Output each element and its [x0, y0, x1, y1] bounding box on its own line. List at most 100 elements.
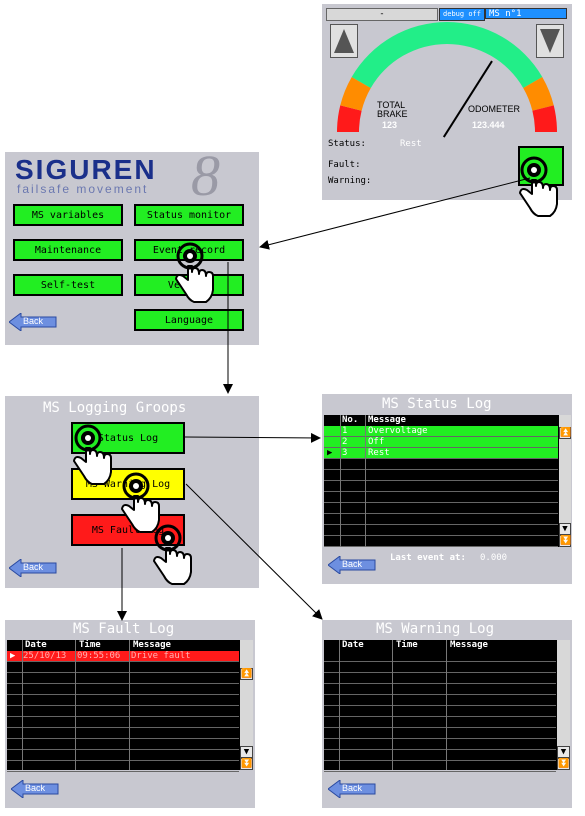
- self-test-button[interactable]: Self-test: [13, 274, 123, 296]
- fault-log-table: Date Time Message ▶ 25/10/13 09:55:06 Dr…: [7, 640, 239, 772]
- empty-table-row: [324, 750, 556, 761]
- scroll-bottom-icon[interactable]: ⏬: [557, 758, 570, 770]
- back-button[interactable]: Back: [327, 779, 376, 799]
- empty-table-row: [324, 695, 556, 706]
- col-divider: [339, 640, 340, 770]
- warning-label: Warning:: [328, 176, 372, 186]
- empty-table-row: [324, 470, 558, 481]
- odometer-label: ODOMETER: [468, 104, 521, 114]
- warning-log-table: Date Time Message: [324, 640, 556, 772]
- ms-variables-button[interactable]: MS variables: [13, 204, 123, 226]
- last-event-label: Last event at:: [390, 553, 466, 563]
- speed-gauge: [337, 22, 557, 138]
- status-monitor-button[interactable]: Status monitor: [134, 204, 244, 226]
- row-no: 1: [342, 426, 348, 436]
- empty-table-row: [324, 492, 558, 503]
- row-date: 25/10/13: [23, 651, 67, 661]
- main-menu-screen: SIGUREN failsafe movement 8 MS variables…: [5, 143, 259, 345]
- total-brake-value: 123: [382, 120, 398, 130]
- empty-table-row: [324, 525, 558, 536]
- col-header-date: Date: [342, 640, 364, 650]
- odometer-value: 123.444: [472, 120, 505, 130]
- row-message: Off: [368, 437, 385, 447]
- empty-table-row: [7, 750, 239, 761]
- back-label: Back: [342, 559, 363, 569]
- scroll-down-icon[interactable]: ▼: [557, 746, 570, 758]
- total-brake-label-2: BRAKE: [377, 109, 408, 119]
- status-label: Status:: [328, 139, 366, 149]
- pointer-hand-icon: [516, 150, 560, 224]
- row-message: Overvoltage: [368, 426, 428, 436]
- scroll-bottom-icon[interactable]: ⏬: [240, 758, 253, 770]
- maintenance-button[interactable]: Maintenance: [13, 239, 123, 261]
- scroll-bottom-icon[interactable]: ⏬: [559, 535, 572, 547]
- last-event-value: 0.000: [480, 553, 508, 563]
- back-arrow-icon: [8, 312, 57, 332]
- pointer-hand-icon: [70, 418, 114, 492]
- col-header-time: Time: [79, 640, 101, 650]
- col-divider: [22, 640, 23, 770]
- down-arrow-button[interactable]: [536, 24, 564, 58]
- col-divider: [392, 640, 393, 770]
- row-no: 3: [342, 448, 348, 458]
- total-brake-label-1: TOTAL: [377, 100, 406, 110]
- scroll-top-icon[interactable]: ⏫: [240, 668, 253, 680]
- logging-groups-title: MS Logging Groops: [43, 400, 187, 416]
- logo-mark: 8: [191, 143, 220, 208]
- language-button[interactable]: Language: [134, 309, 244, 331]
- status-log-table: No. Message 1 Overvoltage 2 Off ▶ 3 Rest: [324, 415, 558, 547]
- col-header-message: Message: [133, 640, 171, 650]
- empty-table-row: [7, 662, 239, 673]
- empty-table-row: [324, 728, 556, 739]
- status-row-3[interactable]: ▶ 3 Rest: [324, 448, 558, 459]
- back-button[interactable]: Back: [8, 312, 57, 332]
- selected-row-marker-icon: ▶: [327, 448, 333, 458]
- scroll-down-icon[interactable]: ▼: [240, 746, 253, 758]
- warning-log-scrollbar[interactable]: ▼ ⏬: [556, 640, 570, 770]
- empty-table-row: [7, 761, 239, 772]
- empty-table-row: [324, 761, 556, 772]
- back-label: Back: [23, 316, 44, 326]
- logo-tagline: failsafe movement: [17, 182, 149, 196]
- warning-log-screen: MS Warning Log Date Time Message ▼ ⏬ Bac…: [322, 620, 572, 808]
- gauge-segment: [523, 77, 554, 111]
- status-log-screen: MS Status Log No. Message 1 Overvoltage …: [322, 394, 572, 584]
- empty-table-row: [324, 514, 558, 525]
- fault-row-1[interactable]: ▶ 25/10/13 09:55:06 Drive fault: [7, 651, 239, 662]
- empty-table-row: [7, 673, 239, 684]
- back-arrow-icon: [10, 779, 59, 799]
- scroll-top-icon[interactable]: ⏫: [559, 427, 572, 439]
- fault-log-scrollbar[interactable]: ⏫ ▼ ⏬: [239, 640, 253, 770]
- empty-table-row: [324, 717, 556, 728]
- row-message: Drive fault: [131, 651, 191, 661]
- back-label: Back: [23, 562, 44, 572]
- back-button[interactable]: Back: [10, 779, 59, 799]
- scroll-down-icon[interactable]: ▼: [559, 523, 571, 535]
- row-time: 09:55:06: [77, 651, 121, 661]
- back-button[interactable]: Back: [8, 558, 57, 578]
- fault-log-title: MS Fault Log: [73, 621, 175, 637]
- unit-badge[interactable]: MS n°1: [485, 8, 567, 19]
- back-button[interactable]: Back: [327, 555, 376, 575]
- row-message: Rest: [368, 448, 390, 458]
- status-row-2[interactable]: 2 Off: [324, 437, 558, 448]
- empty-table-row: [7, 695, 239, 706]
- status-log-scrollbar[interactable]: ⏫ ▼ ⏬: [558, 415, 571, 547]
- gauge-segment: [340, 77, 371, 111]
- gauge-segment: [532, 105, 557, 132]
- up-arrow-button[interactable]: [330, 24, 358, 58]
- debug-badge[interactable]: debug off: [439, 8, 485, 21]
- empty-table-row: [324, 739, 556, 750]
- pointer-hand-icon: [172, 236, 216, 310]
- status-value: Rest: [400, 139, 422, 149]
- empty-table-row: [324, 651, 556, 662]
- empty-table-row: [7, 717, 239, 728]
- gauge-needle: [442, 60, 493, 138]
- empty-table-row: [324, 503, 558, 514]
- empty-table-row: [324, 684, 556, 695]
- back-label: Back: [342, 783, 363, 793]
- gauge-segment: [337, 105, 362, 132]
- triangle-up-icon: [334, 29, 354, 53]
- status-row-1[interactable]: 1 Overvoltage: [324, 426, 558, 437]
- empty-table-row: [324, 662, 556, 673]
